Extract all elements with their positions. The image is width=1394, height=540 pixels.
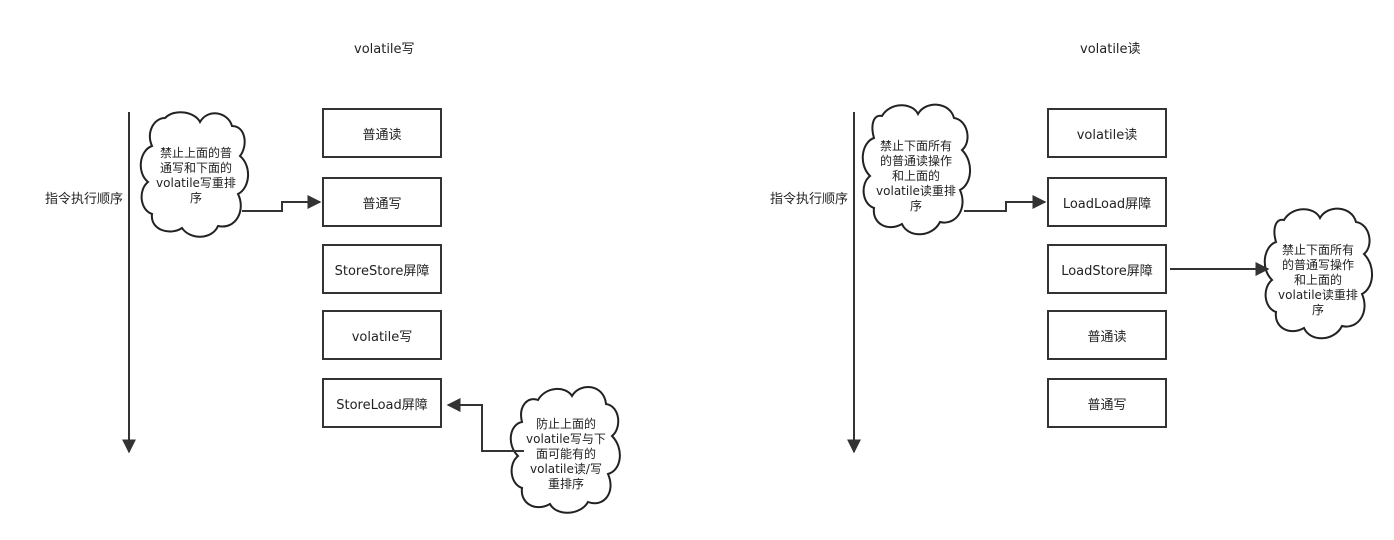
left-bottom-note-text: 防止上面的 volatile写与下 面可能有的 volatile读/写 重排序 [526, 416, 606, 491]
left-bottom-cloud [509, 386, 621, 514]
left-order-label: 指令执行顺序 [45, 192, 124, 207]
left-box-storeload-barrier: StoreLoad屏障 [322, 378, 442, 428]
left-box-normal-write: 普通写 [322, 177, 442, 227]
right-box-normal-write: 普通写 [1047, 378, 1167, 428]
right-side-note-text: 禁止下面所有 的普通写操作 和上面的 volatile读重排 序 [1278, 242, 1358, 317]
left-bottom-connector [446, 398, 524, 452]
left-bottom-note: 防止上面的 volatile写与下 面可能有的 volatile读/写 重排序 [516, 404, 616, 504]
right-box-loadstore-barrier: LoadStore屏障 [1047, 244, 1167, 294]
right-box-normal-read: 普通读 [1047, 310, 1167, 360]
right-order-label: 指令执行顺序 [770, 192, 849, 207]
right-top-note-text: 禁止下面所有 的普通读操作 和上面的 volatile读重排 序 [876, 138, 956, 213]
left-box-normal-read: 普通读 [322, 108, 442, 158]
left-box-volatile-write: volatile写 [322, 310, 442, 360]
left-box-storestore-barrier: StoreStore屏障 [322, 244, 442, 294]
left-top-note: 禁止上面的普 通写和下面的 volatile写重排 序 [146, 128, 246, 224]
left-top-connector [242, 195, 322, 212]
left-top-cloud [139, 111, 249, 238]
left-title: volatile写 [354, 42, 415, 57]
right-title: volatile读 [1080, 42, 1141, 57]
right-top-note: 禁止下面所有 的普通读操作 和上面的 volatile读重排 序 [866, 126, 966, 226]
right-box-volatile-read: volatile读 [1047, 108, 1167, 158]
left-top-note-text: 禁止上面的普 通写和下面的 volatile写重排 序 [156, 146, 236, 205]
right-top-connector [964, 195, 1047, 212]
right-box-loadload-barrier: LoadLoad屏障 [1047, 177, 1167, 227]
right-side-note: 禁止下面所有 的普通写操作 和上面的 volatile读重排 序 [1268, 230, 1368, 330]
right-top-cloud [861, 103, 971, 236]
